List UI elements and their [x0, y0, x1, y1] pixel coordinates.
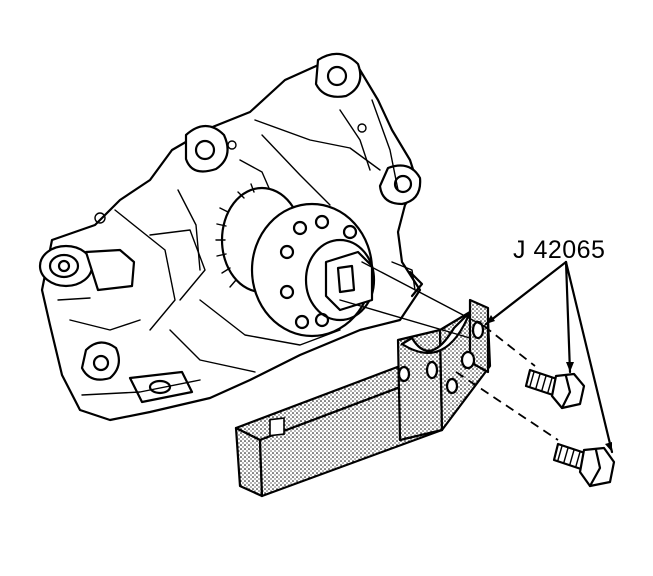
callout-leaders [484, 260, 614, 454]
shaft-center-line [339, 299, 471, 339]
bolt-upper [524, 368, 586, 410]
bolt-lower [552, 442, 616, 488]
tool-callout-label: J 42065 [513, 236, 606, 264]
holding-tool [234, 298, 492, 498]
alignment-line-upper [483, 325, 536, 367]
crankshaft-sprocket [215, 183, 424, 338]
alignment-line-lower [455, 371, 559, 441]
